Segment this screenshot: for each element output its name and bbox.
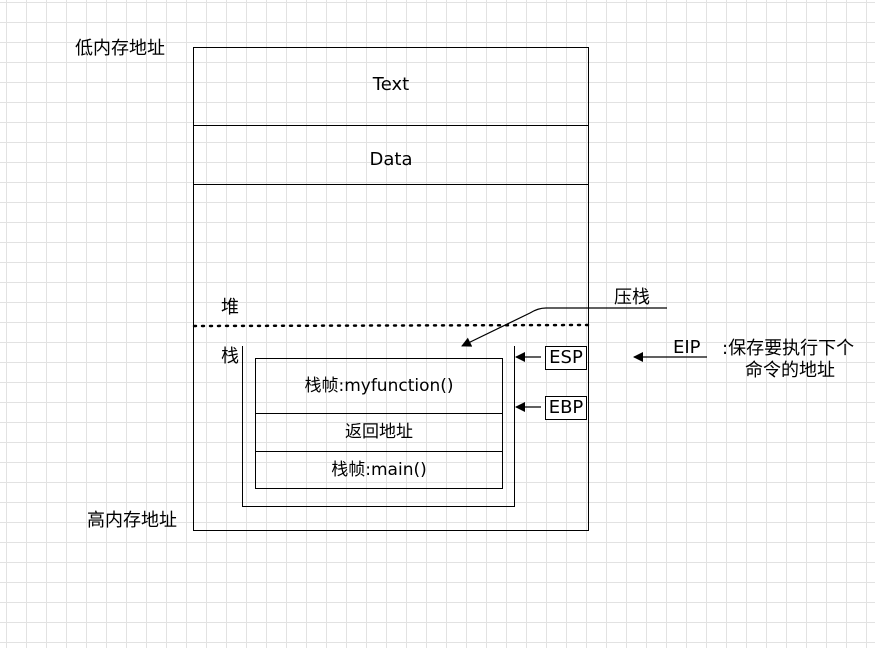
memory-layout-box: Text Data — [193, 47, 589, 531]
frame-myfunction: 栈帧:myfunction() — [304, 376, 454, 396]
frame-main: 栈帧:main() — [331, 460, 427, 480]
data-segment-divider — [194, 184, 588, 185]
stack-label: 栈 — [221, 346, 239, 367]
low-memory-address-label: 低内存地址 — [75, 38, 165, 59]
data-segment-label: Data — [369, 149, 413, 170]
ebp-register: EBP — [545, 396, 587, 420]
eip-label: EIP — [673, 337, 701, 358]
push-label: 压栈 — [614, 287, 650, 308]
heap-label: 堆 — [221, 297, 239, 318]
text-segment-divider — [194, 125, 588, 126]
text-segment-label: Text — [372, 74, 410, 95]
high-memory-address-label: 高内存地址 — [87, 510, 177, 531]
stack-region — [242, 346, 515, 507]
push-arrow — [461, 307, 667, 347]
frame-divider — [256, 451, 502, 452]
heap-stack-boundary — [192, 323, 590, 328]
eip-description-line2: 命令的地址 — [745, 360, 835, 381]
stack-frames: 栈帧:myfunction() 返回地址 栈帧:main() — [255, 358, 503, 489]
esp-register: ESP — [545, 346, 587, 370]
eip-description-line1: :保存要执行下个 — [722, 338, 855, 359]
frame-return-address: 返回地址 — [345, 422, 413, 442]
frame-divider — [256, 413, 502, 414]
